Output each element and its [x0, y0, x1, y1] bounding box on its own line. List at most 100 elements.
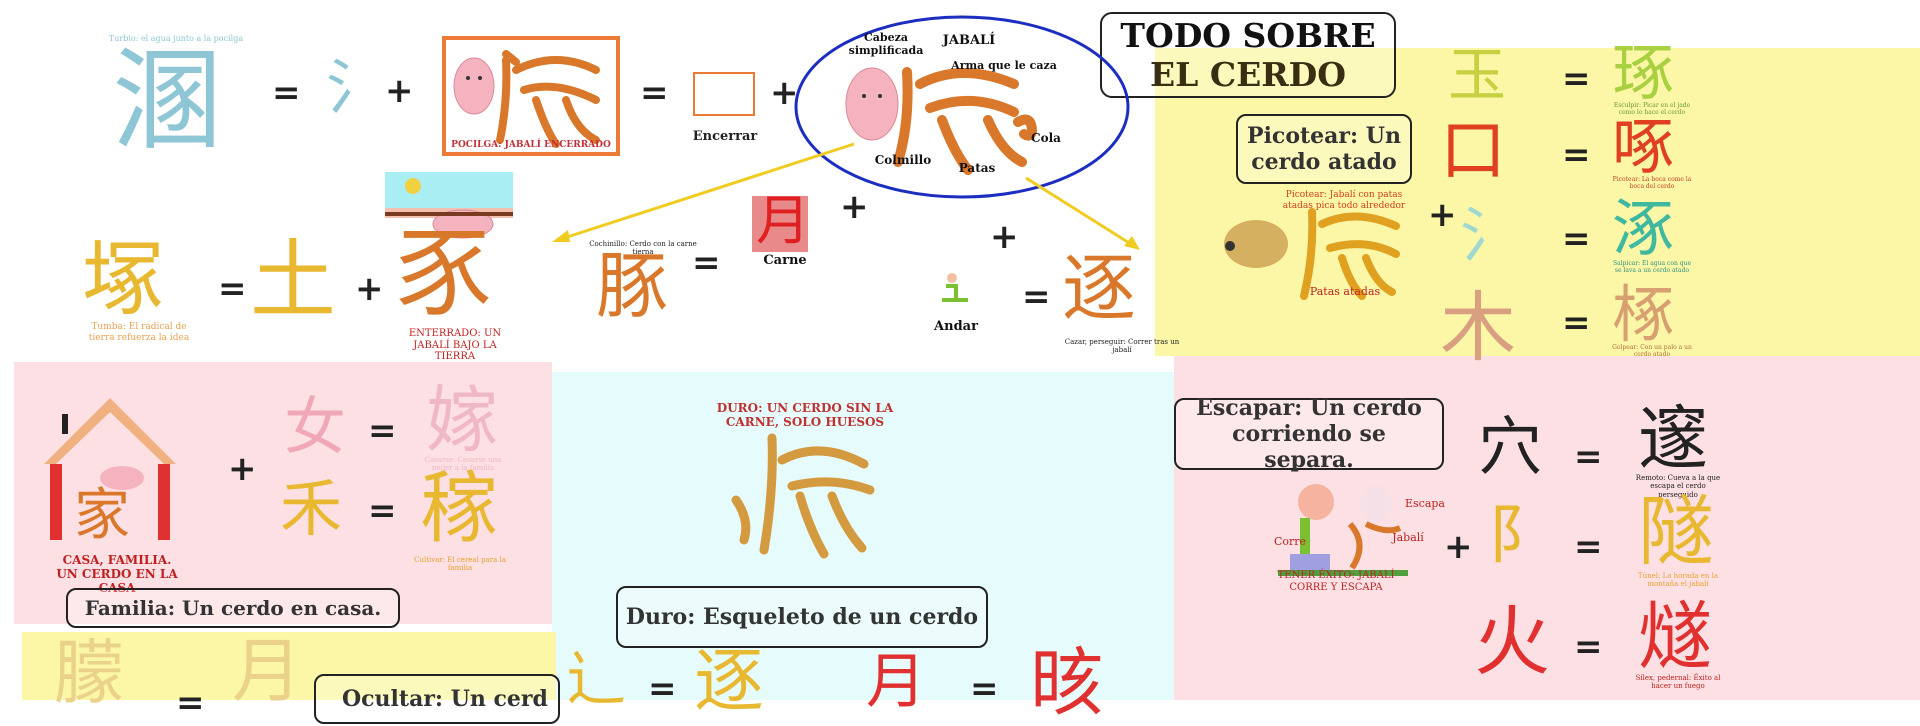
tied-pig-icon — [1224, 208, 1400, 300]
peck-eq-4: = — [1562, 303, 1591, 343]
eq-5: = — [1022, 277, 1051, 317]
peck-pig-caption: Picotear: Jabalí con patas atadas pica t… — [1282, 190, 1406, 211]
house-icon — [44, 398, 176, 540]
pocilga-label: POCILGA: JABALÍ ENCERRADO — [451, 140, 611, 150]
escape-left-1: 穴 — [1478, 411, 1542, 485]
pig-label-jabali: JABALÍ — [942, 33, 996, 48]
bottom-yellow-panel — [22, 632, 556, 700]
escape-cap-3: Sílex, pedernal: Éxito al hacer un fuego — [1635, 674, 1721, 691]
encerrar-label: Encerrar — [692, 129, 758, 144]
bottom-mid-left: 辶 — [566, 645, 626, 715]
peck-right-2: 啄 — [1612, 110, 1675, 183]
main-char-caption: Turbio: el agua junto a la pocilga — [108, 34, 244, 43]
bottom-eq-1: = — [176, 683, 205, 723]
title-box: TODO SOBRE EL CERDO — [1100, 12, 1396, 98]
escape-eq-1: = — [1574, 437, 1603, 477]
family-plus: + — [228, 449, 257, 489]
peck-cap-4: Golpear: Con un palo a un cerdo atado — [1612, 344, 1692, 359]
pig-label-cabeza: Cabeza simplificada — [848, 31, 924, 57]
bottom-meat-char: 月 — [866, 647, 926, 717]
peck-panel — [1155, 48, 1920, 356]
pocilga-pig-icon — [453, 50, 600, 148]
title-line2: EL CERDO — [1149, 55, 1347, 94]
title-line1: TODO SOBRE — [1120, 16, 1376, 55]
earth-char: 土 — [250, 231, 336, 331]
plus-6: + — [1428, 195, 1457, 235]
peck-box: Picotear: Un cerdo atado — [1236, 114, 1412, 184]
peck-eq-1: = — [1562, 59, 1591, 99]
escape-eq-2: = — [1574, 527, 1603, 567]
peck-cap-3: Salpicar: El agua con que se lava a un c… — [1612, 260, 1692, 275]
bottom-moon-char: 月 — [232, 630, 302, 712]
buried-caption: ENTERRADO: UN JABALÍ BAJO LA TIERRA — [408, 328, 502, 362]
peck-right-3: 涿 — [1612, 192, 1675, 265]
meat-image — [752, 196, 808, 252]
peck-left-1: 玉 — [1448, 41, 1507, 109]
arrow-left — [552, 142, 855, 242]
bottom-box: Ocultar: Un cerd — [314, 674, 560, 724]
escape-cap-1: Remoto: Cueva a la que escapa el cerdo p… — [1635, 474, 1721, 499]
eq-2: = — [640, 73, 669, 113]
tomb-char: 塚 — [82, 233, 165, 328]
pig-label-colmillo: Colmillo — [874, 153, 932, 167]
family-pig-char: 家 — [74, 483, 130, 548]
escape-left-3: 火 — [1474, 597, 1550, 686]
escape-right-1: 邃 — [1638, 398, 1708, 480]
meat-label: Carne — [763, 253, 807, 268]
family-eq-2: = — [368, 491, 397, 531]
arrow-right — [1025, 176, 1140, 250]
family-box: Familia: Un cerdo en casa. — [66, 588, 400, 628]
peck-left-2: 口 — [1440, 112, 1506, 189]
eq-1: = — [272, 73, 301, 113]
family-cap-1: Casarse: Casarse una mujer a la familia — [424, 456, 502, 473]
escape-right-3: 燧 — [1638, 594, 1712, 680]
success-caption: TENER ÉXITO: JABALÍ CORRE Y ESCAPA — [1277, 570, 1395, 593]
plus-1: + — [385, 71, 414, 111]
escape-label-corre: Corre — [1273, 535, 1307, 548]
bottom-eq-2: = — [648, 669, 677, 709]
family-left-1: 女 — [284, 390, 347, 463]
pig-label-cola: Cola — [1031, 131, 1061, 145]
family-left-2: 禾 — [280, 472, 343, 545]
plus-4: + — [840, 187, 869, 227]
encerrar-box — [693, 72, 755, 116]
tied-label: Patas atadas — [1309, 285, 1381, 298]
peck-cap-1: Esculpir: Picar en el jade como lo hace … — [1613, 102, 1691, 117]
bottom-eq-3: = — [970, 669, 999, 709]
bottom-result-char: 晐 — [1030, 640, 1104, 726]
peck-left-3: 氵 — [1460, 201, 1520, 271]
peck-cap-2: Picotear: La boca come la boca del cerdo — [1612, 176, 1692, 191]
family-cap-2: Cultivar: El cereal para la familia — [414, 556, 506, 573]
tomb-caption: Tumba: El radical de tierra refuerza la … — [88, 322, 190, 343]
meat-char: 月 — [756, 189, 810, 252]
walk-label: Andar — [934, 319, 978, 334]
peck-right-1: 琢 — [1612, 36, 1675, 109]
skeleton-icon — [731, 433, 875, 559]
escape-scene — [1278, 484, 1408, 576]
escape-label-escapa: Escapa — [1405, 497, 1445, 510]
escape-cap-2: Túnel: Lo horada en la montaña el jabalí — [1637, 572, 1719, 589]
bottom-mid-char: 逐 — [694, 640, 764, 722]
piglet-char: 豚 — [596, 244, 669, 328]
pig-label-patas: Patas — [958, 161, 996, 175]
family-right-1: 嫁 — [426, 378, 499, 462]
house-caption: CASA, FAMILIA. UN CERDO EN LA CASA — [56, 553, 178, 595]
plus-2: + — [770, 73, 799, 113]
water-radical: 氵 — [326, 53, 386, 123]
bottom-left-char: 朦 — [54, 632, 124, 714]
escape-label-jabali: Jabalí — [1392, 531, 1424, 544]
peck-eq-2: = — [1562, 135, 1591, 175]
escape-eq-3: = — [1574, 627, 1603, 667]
family-right-2: 稼 — [420, 464, 499, 554]
hard-box: Duro: Esqueleto de un cerdo — [616, 586, 988, 648]
escape-box: Escapar: Un cerdo corriendo se separa. — [1174, 395, 1444, 473]
peck-left-4: 木 — [1440, 283, 1516, 372]
eq-3: = — [218, 269, 247, 309]
family-eq-1: = — [368, 411, 397, 451]
escape-right-2: 隧 — [1638, 487, 1714, 576]
chase-char: 逐 — [1062, 246, 1136, 332]
walk-icon — [942, 273, 968, 302]
piglet-caption: Cochinillo: Cerdo con la carne tierna — [589, 240, 697, 257]
peck-eq-3: = — [1562, 219, 1591, 259]
chase-caption: Cazar, perseguir: Correr tras un jabalí — [1064, 338, 1180, 355]
